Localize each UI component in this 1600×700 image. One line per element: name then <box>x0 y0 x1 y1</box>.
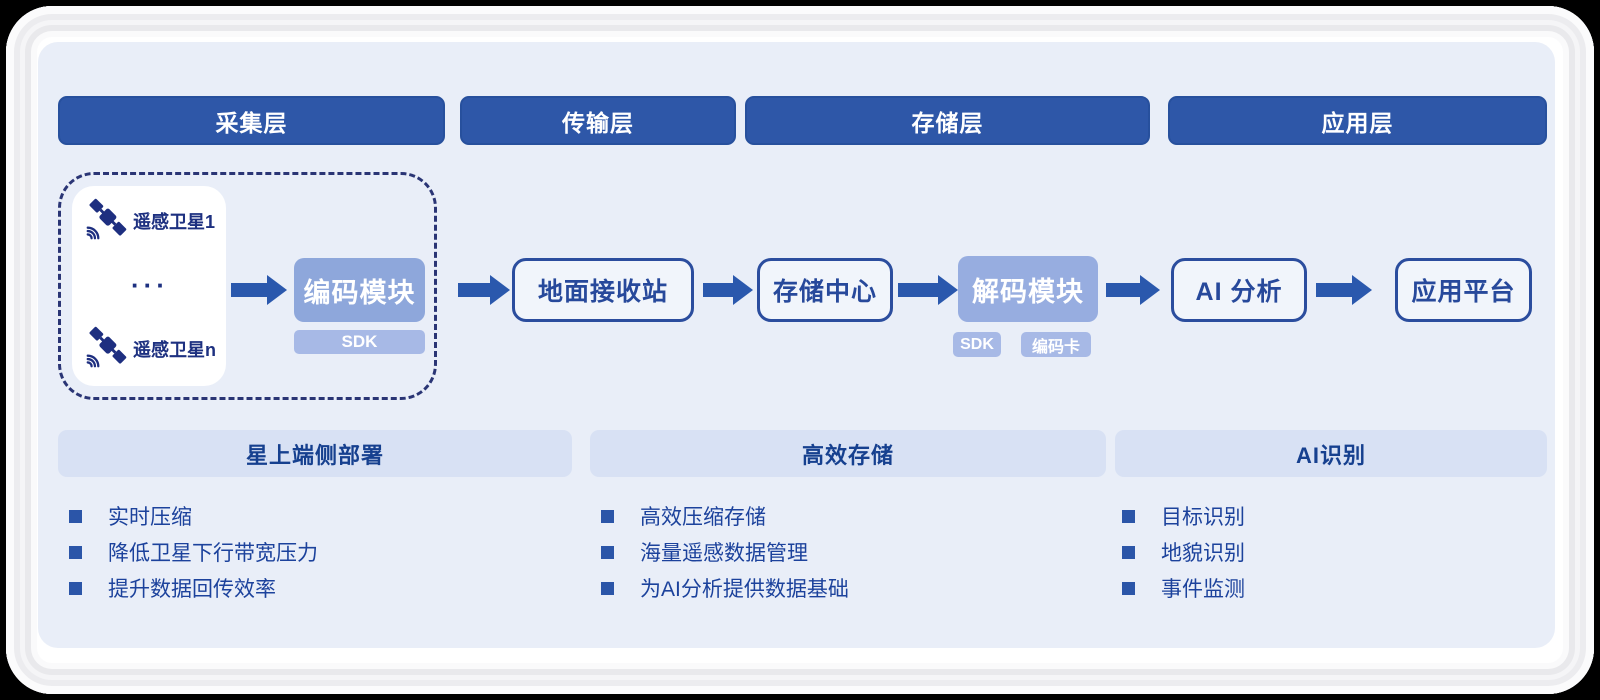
satellite-icon <box>86 198 127 240</box>
layer-bar-transmission: 传输层 <box>460 96 736 145</box>
layer-label: 存储层 <box>911 109 984 136</box>
list-item: 海量遥感数据管理 <box>601 534 849 570</box>
list-item: 地貌识别 <box>1122 534 1245 570</box>
satellite-row-n: 遥感卫星n <box>82 326 218 372</box>
layer-bar-storage: 存储层 <box>745 96 1150 145</box>
arrow-satellites-to-encoder <box>231 275 287 305</box>
layer-label: 传输层 <box>562 109 634 136</box>
arrow-to-ai-analysis <box>1106 275 1160 305</box>
bullet-square-icon <box>1122 545 1135 559</box>
list-item: 为AI分析提供数据基础 <box>601 570 849 606</box>
bullet-square-icon <box>69 509 82 523</box>
encoder-label: 编码模块 <box>303 277 416 308</box>
arrow-to-storage-center <box>703 275 753 305</box>
satellite-1-label: 遥感卫星1 <box>133 212 216 232</box>
bullet-square-icon <box>69 545 82 559</box>
bullet-square-icon <box>601 545 614 559</box>
arrow-to-ground-station <box>458 275 510 305</box>
decoder-sdk-badge: SDK <box>953 332 1001 357</box>
bullet-square-icon <box>1122 509 1135 523</box>
list-item: 事件监测 <box>1122 570 1245 606</box>
list-item: 目标识别 <box>1122 498 1245 534</box>
feature-bar-efficient-storage: 高效存储 <box>590 430 1106 477</box>
list-item: 实时压缩 <box>69 498 318 534</box>
satellite-n-label: 遥感卫星n <box>133 340 216 360</box>
layer-bar-collection: 采集层 <box>58 96 445 145</box>
list-item: 降低卫星下行带宽压力 <box>69 534 318 570</box>
bullet-square-icon <box>1122 581 1135 595</box>
ai-analysis-box: AI 分析 <box>1171 258 1307 322</box>
bullet-square-icon <box>601 509 614 523</box>
layer-label: 应用层 <box>1321 109 1394 136</box>
satellite-icon <box>86 326 127 368</box>
bullet-square-icon <box>69 581 82 595</box>
layer-bar-application: 应用层 <box>1168 96 1547 145</box>
feature-bar-ai-recognition: AI识别 <box>1115 430 1547 477</box>
list-item: 高效压缩存储 <box>601 498 849 534</box>
decoder-encoding-card-badge: 编码卡 <box>1021 332 1091 357</box>
encoder-module-box: 编码模块 <box>294 258 425 322</box>
arrow-to-app-platform <box>1316 275 1372 305</box>
satellite-segment-dashed-box <box>58 172 437 400</box>
satellite-group-box: 遥感卫星1 ··· 遥感卫星n <box>72 186 226 386</box>
app-platform-box: 应用平台 <box>1395 258 1532 322</box>
feature-list-efficient-storage: 高效压缩存储 海量遥感数据管理 为AI分析提供数据基础 <box>601 498 849 606</box>
signal-waves-icon <box>86 226 100 240</box>
ground-station-box: 地面接收站 <box>512 258 694 322</box>
list-item: 提升数据回传效率 <box>69 570 318 606</box>
decoder-module-box: 解码模块 <box>958 256 1098 322</box>
satellite-row-1: 遥感卫星1 <box>82 198 218 244</box>
satellite-ellipsis: ··· <box>131 270 169 300</box>
decoder-label: 解码模块 <box>972 276 1084 307</box>
layer-label: 采集层 <box>215 109 288 136</box>
storage-center-box: 存储中心 <box>757 258 893 322</box>
encoder-sdk-badge: SDK <box>294 330 425 354</box>
bullet-square-icon <box>601 581 614 595</box>
feature-list-onboard-deployment: 实时压缩 降低卫星下行带宽压力 提升数据回传效率 <box>69 498 318 606</box>
arrow-to-decoder <box>898 275 958 305</box>
feature-list-ai-recognition: 目标识别 地貌识别 事件监测 <box>1122 498 1245 606</box>
feature-bar-onboard-deployment: 星上端侧部署 <box>58 430 572 477</box>
